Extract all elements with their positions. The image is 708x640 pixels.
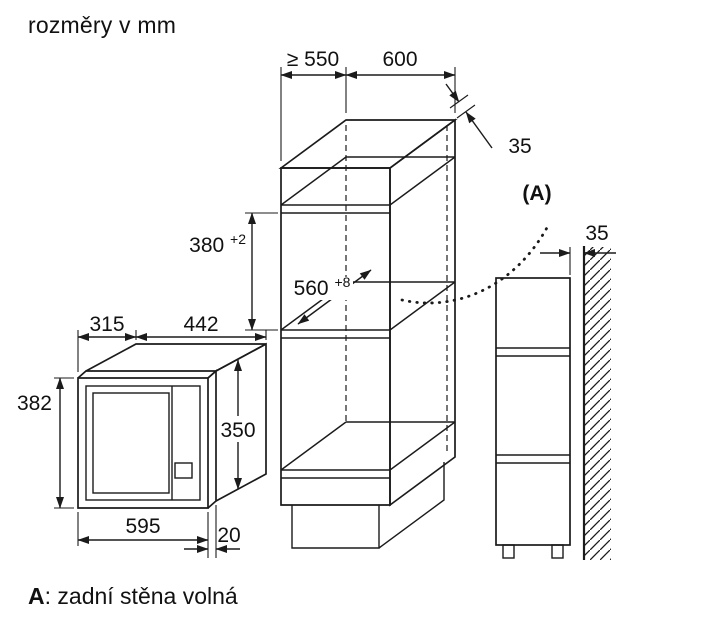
extension-line [456, 104, 476, 119]
microwave-frame-front [77, 377, 209, 509]
wall-hatch [584, 247, 611, 560]
dimension-lines [56, 71, 616, 553]
cabinet-shelf-upper [280, 156, 456, 214]
dimension-labels: ≥ 550 600 35 380 +2 560 +8 (A) 35 315 44… [17, 48, 609, 547]
label-background [221, 416, 255, 442]
dim-microwave-width-label: 595 [125, 515, 160, 538]
dim-niche-height-label: 380 +2 [189, 231, 246, 257]
microwave-frame-top [77, 370, 219, 379]
cabinet-front-face [280, 167, 391, 506]
dim-microwave-depth-label: 315 [89, 313, 124, 336]
side-view-foot-left [502, 544, 515, 559]
footnote-reference-letter: A [28, 583, 45, 609]
microwave-door-window [92, 392, 170, 494]
microwave-body-top-face [85, 343, 267, 372]
dim-niche-depth-label: 560 +8 [294, 274, 351, 300]
cabinet-plinth [291, 462, 445, 549]
detail-a-leader [400, 222, 551, 305]
dim-niche-height-value: 380 [189, 234, 224, 257]
label-background [293, 277, 353, 300]
dim-niche-depth-tolerance: +8 [334, 274, 350, 290]
side-view-shelves [496, 347, 570, 464]
page-title: rozměry v mm [28, 12, 177, 38]
dim-rear-clearance-label: 35 [585, 222, 608, 245]
side-view-drawing [495, 246, 611, 560]
microwave-frame-right [207, 369, 217, 509]
detail-a-label: (A) [522, 182, 551, 205]
dim-niche-height-tolerance: +2 [230, 231, 246, 247]
dimension-line-panel-thickness-b [465, 111, 493, 149]
cabinet-right-face [389, 118, 456, 507]
side-view-cabinet [495, 277, 571, 546]
microwave-display [174, 462, 193, 479]
cabinet-bottom-shelf [280, 421, 456, 479]
dim-microwave-frame-depth-label: 20 [217, 524, 240, 547]
dim-panel-thickness-label: 35 [508, 135, 531, 158]
footnote-text: : zadní stěna volná [44, 583, 238, 609]
extension-lines [54, 67, 571, 558]
footnote: A: zadní stěna volná [28, 583, 238, 610]
side-view-foot-right [551, 544, 564, 559]
dim-microwave-body-height-label: 350 [220, 419, 255, 442]
cabinet-drawing [278, 118, 458, 549]
dim-microwave-height-label: 382 [17, 392, 52, 415]
dim-cabinet-width-label: 600 [382, 48, 417, 71]
dim-cabinet-depth-label: ≥ 550 [287, 48, 339, 71]
dim-microwave-body-width-label: 442 [183, 313, 218, 336]
microwave-door [85, 385, 201, 501]
dimension-line-panel-thickness-a [445, 83, 460, 103]
cabinet-top-face [278, 119, 458, 169]
dim-niche-depth-value: 560 [294, 277, 329, 300]
